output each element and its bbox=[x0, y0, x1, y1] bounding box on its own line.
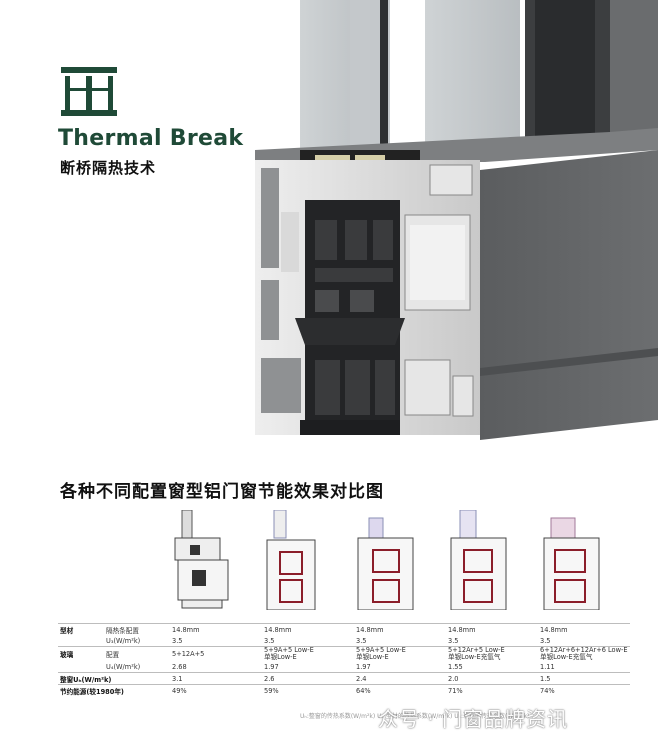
row-label: 配置 bbox=[104, 646, 170, 661]
table-cell: 3.5 bbox=[356, 636, 367, 645]
table-cell: 1.5 bbox=[538, 672, 630, 685]
table-cell: 5+9A+5 Low-E 单银Low-E bbox=[354, 646, 446, 661]
window-logo-icon bbox=[61, 67, 117, 116]
table-row: U₃(W/m²k) 3.5 3.5 3.5 3.5 3.5 bbox=[58, 635, 630, 647]
table-cell: 1.97 bbox=[356, 662, 371, 671]
table-cell: 3.5 bbox=[540, 636, 551, 645]
table-row: 整窗Uₕ(W/m²k) 3.1 2.6 2.4 2.0 1.5 bbox=[58, 672, 630, 685]
comparison-table: 型材 隔热条配置 14.8mm 14.8mm 14.8mm 14.8mm 14.… bbox=[58, 623, 630, 696]
table-cell: 2.4 bbox=[354, 672, 446, 685]
table-cell: 64% bbox=[354, 684, 446, 696]
table-cell: 1.55 bbox=[448, 662, 463, 671]
profile-diagram-3 bbox=[357, 517, 414, 610]
table-cell: 3.5 bbox=[172, 636, 183, 645]
table-cell: 3.5 bbox=[264, 636, 275, 645]
table-cell: 2.68 bbox=[172, 662, 187, 671]
table-cell: 3.1 bbox=[170, 672, 262, 685]
row-group bbox=[58, 635, 104, 647]
row-group: 玻璃 bbox=[58, 646, 104, 661]
profile-diagram-2 bbox=[266, 510, 316, 610]
table-cell: 1.97 bbox=[264, 662, 279, 671]
row-group: 节约能源(较1980年) bbox=[58, 684, 170, 696]
table-cell: 14.8mm bbox=[354, 623, 446, 635]
profile-diagram-4 bbox=[450, 510, 507, 610]
profile-cross-section-image bbox=[255, 0, 658, 440]
table-row: 节约能源(较1980年) 49% 59% 64% 71% 74% bbox=[58, 684, 630, 696]
row-group: 整窗Uₕ(W/m²k) bbox=[58, 672, 170, 685]
table-cell: 59% bbox=[262, 684, 354, 696]
title-chinese: 断桥隔热技术 bbox=[60, 159, 157, 177]
title-english: Thermal Break bbox=[58, 126, 244, 151]
row-label: U₄(W/m²k) bbox=[106, 662, 141, 671]
table-cell: 3.5 bbox=[448, 636, 459, 645]
row-label: U₃(W/m²k) bbox=[106, 636, 141, 645]
profile-diagram-1 bbox=[174, 510, 229, 609]
table-cell: 14.8mm bbox=[446, 623, 538, 635]
table-cell: 5+12A+5 bbox=[170, 646, 262, 661]
footnote: Uₕ:整窗的传热系数(W/m²k) U₃:型材的传热系数(W/m²k) U₄:玻… bbox=[300, 713, 530, 720]
table-cell: 1.11 bbox=[540, 662, 555, 671]
table-cell: 2.6 bbox=[262, 672, 354, 685]
table-cell: 5+9A+5 Low-E 单银Low-E bbox=[262, 646, 354, 661]
table-row: 型材 隔热条配置 14.8mm 14.8mm 14.8mm 14.8mm 14.… bbox=[58, 623, 630, 635]
table-cell: 14.8mm bbox=[262, 623, 354, 635]
table-row: U₄(W/m²k) 2.68 1.97 1.97 1.55 1.11 bbox=[58, 661, 630, 673]
watermark: 众号 · 门窗品牌资讯 bbox=[378, 707, 569, 731]
table-cell: 74% bbox=[538, 684, 630, 696]
table-cell: 2.0 bbox=[446, 672, 538, 685]
table-cell: 71% bbox=[446, 684, 538, 696]
profile-diagram-5 bbox=[543, 517, 600, 610]
table-cell: 14.8mm bbox=[170, 623, 262, 635]
table-cell: 6+12Ar+6+12Ar+6 Low-E 单银Low-E充氩气 bbox=[538, 646, 630, 661]
table-cell: 5+12Ar+5 Low-E 单银Low-E充氩气 bbox=[446, 646, 538, 661]
row-group bbox=[58, 661, 104, 673]
table-cell: 14.8mm bbox=[538, 623, 630, 635]
comparison-title: 各种不同配置窗型铝门窗节能效果对比图 bbox=[60, 482, 384, 502]
table-row: 玻璃 配置 5+12A+5 5+9A+5 Low-E 单银Low-E 5+9A+… bbox=[58, 646, 630, 661]
table-cell: 49% bbox=[170, 684, 262, 696]
row-group: 型材 bbox=[58, 623, 104, 635]
row-label: 隔热条配置 bbox=[104, 623, 170, 635]
